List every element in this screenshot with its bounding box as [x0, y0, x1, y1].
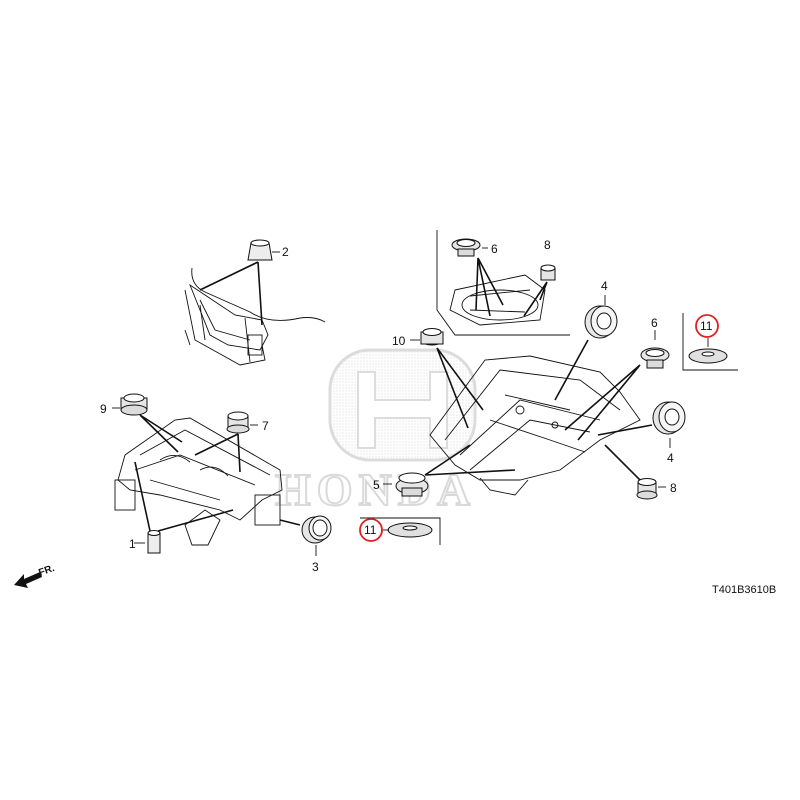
callout-8-inset: 8	[544, 238, 551, 252]
front-label: FR.	[37, 563, 56, 579]
watermark-text: HONDA	[275, 464, 476, 515]
part-8-inset-grommet	[540, 264, 556, 281]
callout-2: 2	[282, 245, 289, 259]
leader-7	[194, 433, 241, 473]
part-11-upper-inset	[682, 313, 738, 371]
callout-10: 10	[392, 334, 406, 348]
part-6-inset-grommet	[451, 238, 481, 257]
leader-6a	[475, 257, 504, 317]
part-6-right-grommet	[640, 347, 670, 369]
part-7-grommet	[226, 411, 250, 434]
leader-5	[424, 444, 516, 476]
part-1-plug	[147, 530, 161, 554]
callout-7: 7	[262, 419, 269, 433]
callout-11-lower: 11	[364, 523, 377, 537]
part-4-right-plug	[652, 401, 686, 435]
leader-8a	[523, 281, 548, 317]
spare-well-inset	[436, 230, 570, 336]
part-9-grommet	[120, 393, 148, 416]
callout-3: 3	[312, 560, 319, 574]
callout-5: 5	[373, 478, 380, 492]
part-2-bumper	[247, 239, 273, 261]
leader-6b	[564, 364, 641, 441]
leader-2	[199, 261, 263, 326]
front-subframe	[114, 417, 283, 546]
part-5-grommet	[395, 472, 429, 497]
diagram-code: T401B3610B	[712, 584, 776, 596]
rear-floor-pan	[429, 355, 641, 496]
highlight-circle-11a	[359, 518, 383, 542]
leader-8b	[604, 444, 641, 481]
part-3-plug	[301, 515, 332, 544]
leader-9	[139, 414, 183, 453]
part-11-lower-inset	[360, 517, 441, 545]
part-10-grommet	[420, 328, 444, 346]
honda-watermark: HONDA	[274, 348, 477, 516]
leader-4a	[554, 339, 589, 401]
leader-10	[436, 347, 484, 429]
callout-4-right: 4	[667, 451, 674, 465]
highlight-circle-11b	[695, 314, 719, 338]
leader-1	[134, 461, 234, 532]
callout-6-inset: 6	[491, 242, 498, 256]
callout-11-upper: 11	[700, 319, 713, 333]
part-4-upper-plug	[584, 305, 618, 339]
callout-8-right: 8	[670, 481, 677, 495]
callout-6-right: 6	[651, 316, 658, 330]
callout-9: 9	[100, 402, 107, 416]
callout-4-upper: 4	[601, 279, 608, 293]
radiator-support	[184, 267, 326, 366]
leader-3	[279, 519, 301, 526]
callout-1: 1	[129, 537, 136, 551]
front-direction-arrow: FR.	[14, 563, 56, 588]
part-8-right-grommet	[636, 478, 658, 500]
leader-4b	[597, 424, 653, 436]
